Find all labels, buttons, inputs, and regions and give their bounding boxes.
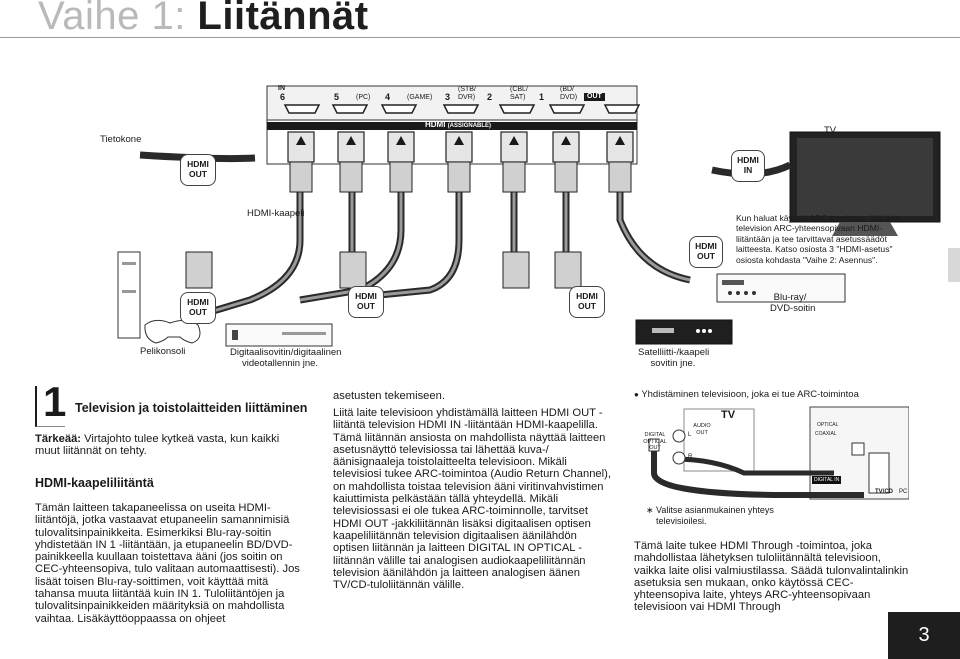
label-bluray: Blu-ray/ DVD-soitin <box>770 292 816 314</box>
bluray-drawing <box>716 273 846 303</box>
title-main: Liitännät <box>197 0 369 38</box>
step-number: 1 <box>43 378 67 425</box>
arc-note: Kun haluat käyttää ARC-toimintoa, liitä … <box>736 213 901 265</box>
side-tab <box>948 248 960 282</box>
hdmi-section-title: HDMI-kaapeliliitäntä <box>35 476 154 490</box>
step-bracket <box>35 386 65 427</box>
connection-diagram <box>117 85 941 347</box>
diag-digital-optical-out: DIGITAL OPTICAL OUT <box>643 432 667 451</box>
title-prefix: Vaihe 1: <box>38 0 198 38</box>
middle-text: Liitä laite televisioon yhdistämällä lai… <box>333 407 611 592</box>
diag-audio-out: AUDIO OUT <box>693 423 711 436</box>
panel-labels: IN 6 5 (PC) 4 (GAME) 3 (STB/ DVR) 2 (CBL… <box>270 85 640 102</box>
plug-heads-bottom <box>185 251 582 289</box>
panel-out-label: OUT <box>584 93 605 101</box>
important-note: Tärkeää: Virtajohto tulee kytkeä vasta, … <box>35 433 303 458</box>
panel-port-6: 6 <box>280 92 286 102</box>
game-controller-drawing <box>144 319 201 344</box>
diag-coaxial: COAXIAL <box>815 431 837 437</box>
computer-drawing <box>117 251 141 339</box>
panel-in-label: IN <box>278 85 285 92</box>
panel-hdmi-label: HDMI (ASSIGNABLE) <box>425 120 491 129</box>
footnote-mark: ∗ <box>646 505 654 515</box>
header-rule <box>0 37 960 38</box>
diag-digital-in: DIGITAL IN <box>812 476 842 484</box>
label-computer: Tietokone <box>100 134 142 145</box>
panel-port-1: 1 <box>539 92 545 102</box>
diag-pc: PC <box>899 489 908 495</box>
label-decoder: Digitaalisovitin/digitaalinen videotalle… <box>230 347 342 369</box>
diag-tvcd: TV/CD <box>875 489 893 495</box>
page-header: Vaihe 1: Liitännät <box>0 0 960 40</box>
right-text: Tämä laite tukee HDMI Through -toimintoa… <box>634 540 909 614</box>
panel-port-4-name: (GAME) <box>407 94 433 101</box>
non-arc-bullet: ● Yhdistäminen televisioon, joka ei tue … <box>634 389 859 400</box>
plug-arrows-top <box>296 136 625 145</box>
cable-label: HDMI-kaapeli <box>247 208 305 219</box>
panel-port-2: 2 <box>487 92 493 102</box>
diag-l: L <box>688 432 692 438</box>
diag-footnote: ∗Valitse asianmukainen yhteys televisioi… <box>646 505 806 526</box>
hdmi-section-text: Tämän laitteen takapaneelissa on useita … <box>35 502 300 625</box>
panel-port-4: 4 <box>385 92 391 102</box>
panel-port-3-name: (STB/ DVR) <box>458 86 476 101</box>
panel-port-1-name: (BD/ DVD) <box>560 86 578 101</box>
important-label: Tärkeää: <box>35 433 82 445</box>
decoder-drawing <box>225 323 333 347</box>
plug-bodies <box>289 161 632 193</box>
middle-continuation: asetusten tekemiseen. <box>333 390 445 402</box>
hdmi-sockets <box>283 104 641 114</box>
label-tv: TV <box>824 125 837 136</box>
panel-port-5: 5 <box>334 92 340 102</box>
satellite-drawing <box>635 319 733 345</box>
diag-tv-label: TV <box>721 409 736 421</box>
panel-hdmi-text: HDMI <box>425 120 446 129</box>
label-satellite: Satelliitti-/kaapeli sovitin jne. <box>638 347 710 369</box>
page-number: 3 <box>888 612 960 659</box>
page-title: Vaihe 1: Liitännät <box>38 0 369 39</box>
non-arc-title: Yhdistäminen televisioon, joka ei tue AR… <box>641 389 859 400</box>
panel-port-2-name: (CBL/ SAT) <box>510 86 528 101</box>
tv-drawing <box>711 131 941 236</box>
step-title: Television ja toistolaitteiden liittämin… <box>75 401 308 415</box>
label-console: Pelikonsoli <box>140 346 186 357</box>
panel-port-3: 3 <box>445 92 451 102</box>
panel-assignable: (ASSIGNABLE) <box>447 123 492 129</box>
diag-r: R <box>688 454 693 460</box>
panel-port-5-name: (PC) <box>356 94 371 101</box>
non-arc-diagram <box>648 406 909 500</box>
step-heading: 1 Television ja toistolaitteiden liittäm… <box>35 378 315 427</box>
footnote-text: Valitse asianmukainen yhteys televisioil… <box>656 505 774 526</box>
diag-optical: OPTICAL <box>817 422 839 428</box>
important-text: Virtajohto tulee kytkeä vasta, kun kaikk… <box>35 433 280 458</box>
bullet-icon: ● <box>634 390 639 399</box>
